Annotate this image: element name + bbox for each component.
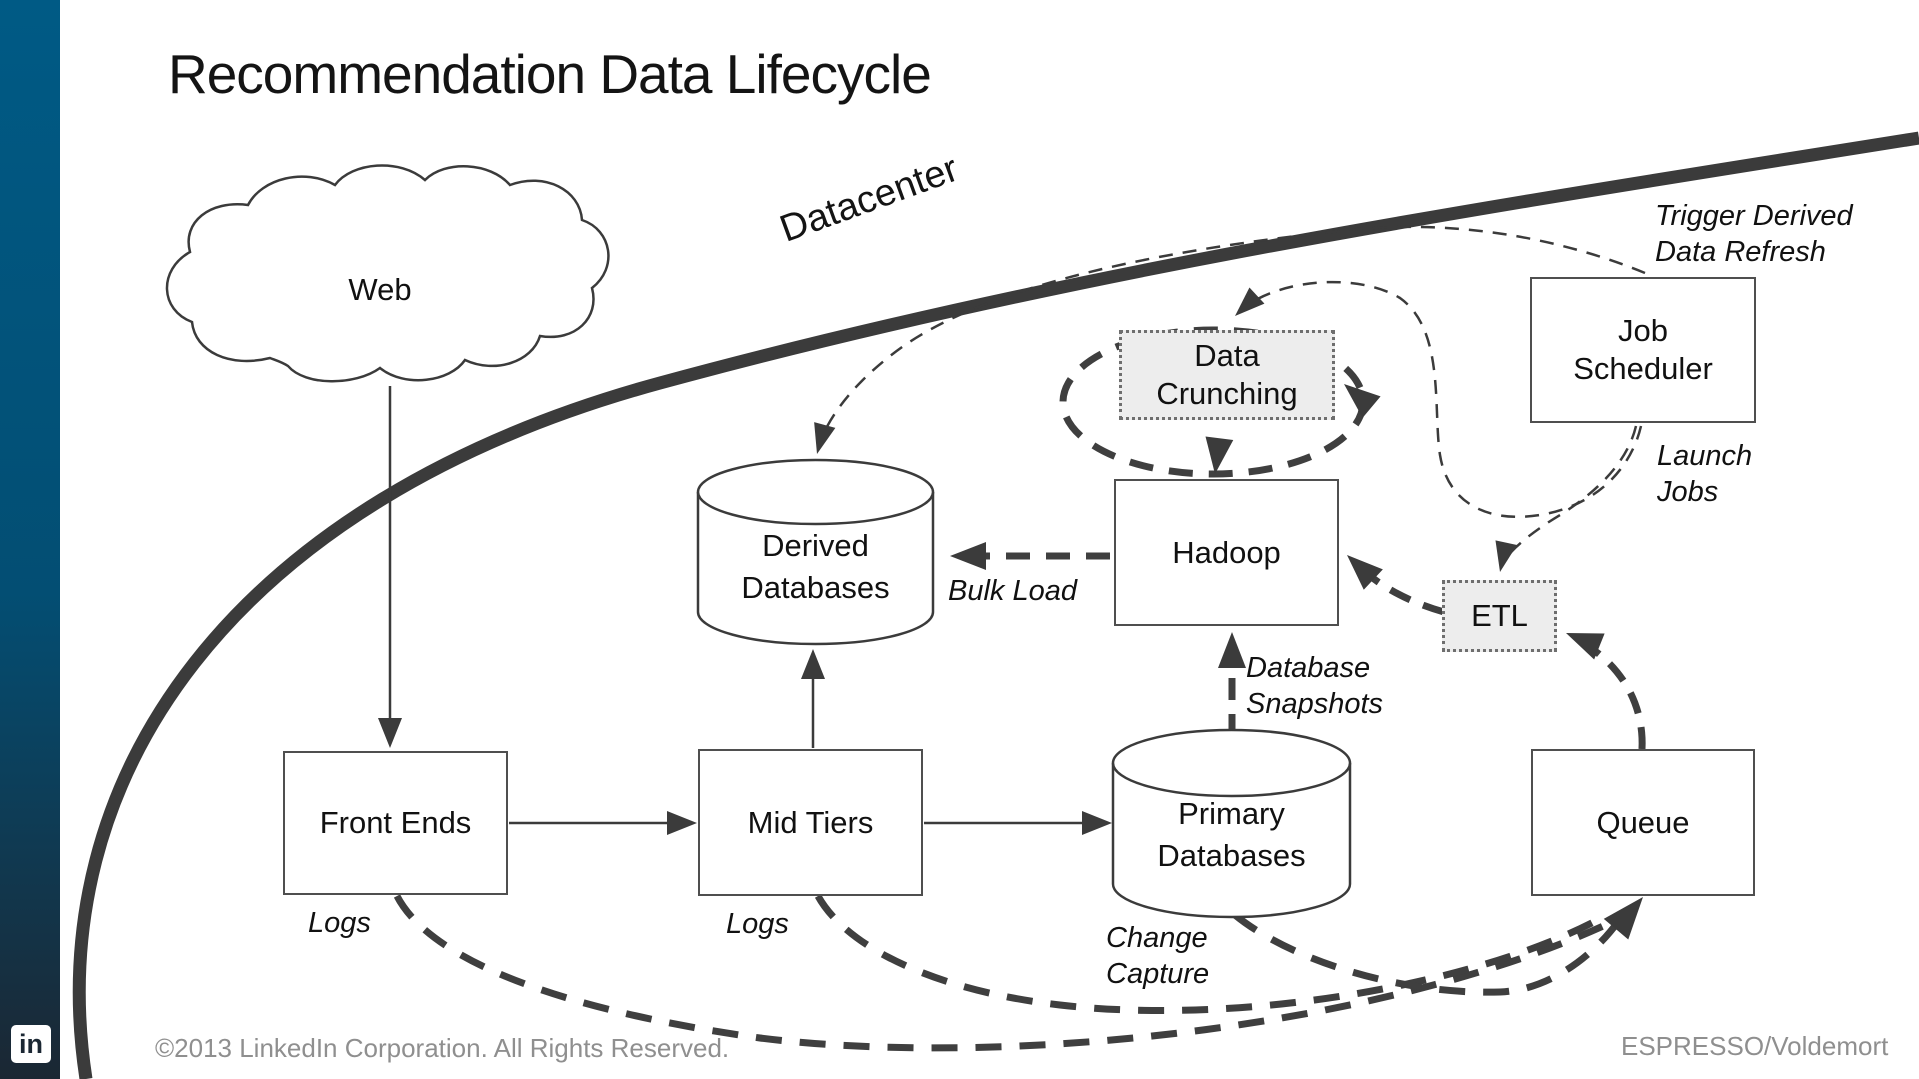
node-web-label: Web [348, 272, 412, 307]
arrowhead-icon [1495, 540, 1517, 572]
primary-databases-cylinder [1111, 763, 1352, 919]
arrowhead-icon [378, 718, 402, 748]
node-job-scheduler: Job Scheduler [1530, 277, 1756, 423]
technologies-text: ESPRESSO/Voldemort [1621, 1031, 1889, 1061]
arrowhead-icon [1347, 555, 1383, 590]
edge-label-database-snapshots: Database Snapshots [1246, 652, 1384, 721]
node-job-scheduler-label: Job Scheduler [1573, 313, 1713, 386]
node-queue: Queue [1531, 749, 1755, 896]
node-etl-label: ETL [1471, 598, 1528, 634]
edge-mid-tiers-logs-to-queue [814, 894, 1607, 1014]
edge-label-logs-front-ends: Logs [308, 907, 371, 939]
node-hadoop-label: Hadoop [1172, 534, 1281, 570]
node-front-ends-label: Front Ends [319, 805, 472, 841]
edge-change-capture-to-queue [1232, 912, 1625, 996]
arrowhead-icon [801, 649, 825, 679]
node-data-crunching-label: Data Crunching [1156, 338, 1298, 411]
edge-label-logs-mid-tiers: Logs [726, 908, 789, 940]
arrowheads [378, 287, 1643, 940]
arrowhead-icon [1603, 897, 1643, 940]
edge-queue-to-etl [1580, 639, 1646, 750]
node-primary-databases-label: Primary Databases [1157, 796, 1306, 873]
arrowhead-icon [1082, 811, 1112, 835]
linkedin-logo-icon: in [11, 1025, 51, 1063]
derived-databases-cylinder-top [696, 458, 935, 526]
derived-databases-cylinder [696, 492, 935, 646]
edge-launch-jobs-to-data-crunching [1242, 280, 1643, 519]
arrowhead-icon [814, 422, 836, 454]
node-queue-label: Queue [1596, 804, 1690, 840]
node-mid-tiers-label: Mid Tiers [747, 804, 874, 840]
arrowhead-icon [1235, 287, 1265, 316]
edge-label-change-capture: Change Capture [1106, 922, 1210, 991]
arrowhead-icon [950, 542, 986, 570]
page-title: Recommendation Data Lifecycle [168, 43, 932, 105]
edge-label-bulk-load: Bulk Load [948, 575, 1077, 607]
node-mid-tiers: Mid Tiers [698, 749, 923, 896]
web-cloud-shape [165, 164, 610, 383]
copyright-text: ©2013 LinkedIn Corporation. All Rights R… [155, 1033, 730, 1063]
edge-label-trigger-derived-data-refresh: Trigger Derived Data Refresh [1655, 200, 1853, 269]
edge-front-ends-logs-to-queue [393, 894, 1614, 1052]
edge-launch-jobs-to-etl [1501, 425, 1638, 563]
node-data-crunching: Data Crunching [1119, 330, 1335, 420]
primary-databases-cylinder-top [1111, 728, 1352, 798]
node-etl: ETL [1442, 580, 1557, 652]
arrowhead-icon [1205, 436, 1234, 474]
arrowhead-icon [1218, 632, 1246, 668]
node-derived-databases-label: Derived Databases [741, 528, 890, 605]
node-front-ends: Front Ends [283, 751, 508, 895]
sidebar-brand-bar [0, 0, 60, 1079]
datacenter-boundary-arc [72, 131, 1919, 1079]
edge-trigger-derived-refresh [818, 225, 1646, 443]
node-hadoop: Hadoop [1114, 479, 1339, 626]
arrowhead-icon [1344, 384, 1381, 418]
arrowhead-icon [667, 811, 697, 835]
arrowhead-icon [1566, 633, 1605, 660]
edge-label-launch-jobs: Launch Jobs [1657, 440, 1753, 509]
